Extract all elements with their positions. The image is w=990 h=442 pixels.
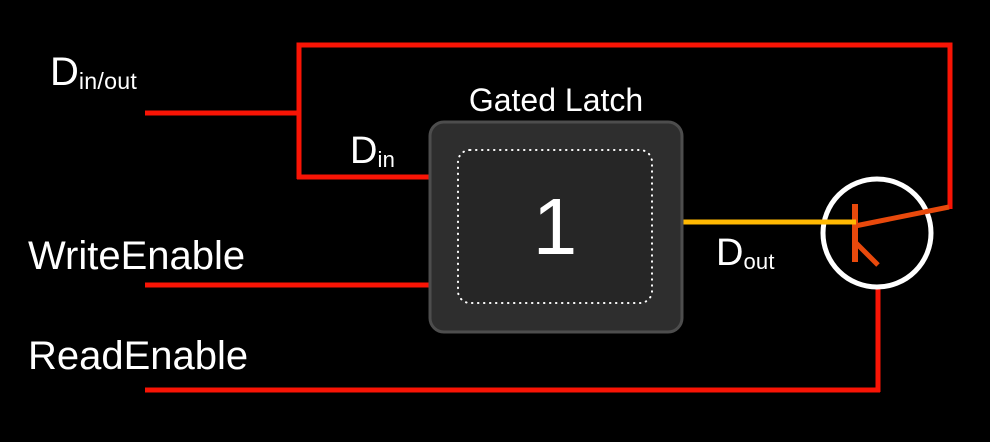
label-d-in-out-main: D	[50, 50, 79, 94]
label-d-in-sub: in	[377, 146, 396, 172]
transistor-collector-line	[854, 204, 950, 229]
label-d-out: Dout	[716, 234, 775, 273]
wire-top-rail	[296, 42, 953, 209]
label-d-in-out: Din/out	[50, 52, 137, 93]
label-d-out-main: D	[716, 232, 744, 274]
label-d-in-main: D	[350, 130, 378, 172]
label-d-in-out-sub: in/out	[78, 68, 138, 95]
label-write-enable: WriteEnable	[28, 234, 246, 278]
label-read-enable: ReadEnable	[28, 334, 249, 378]
transistor-circle	[820, 176, 934, 290]
latch-value: 1	[532, 182, 578, 271]
transistor-emitter-line	[853, 240, 880, 267]
label-d-in: Din	[350, 132, 395, 171]
latch-inner-dotted-box	[457, 149, 653, 304]
latch-title: Gated Latch	[468, 82, 644, 118]
label-d-out-sub: out	[743, 248, 775, 274]
